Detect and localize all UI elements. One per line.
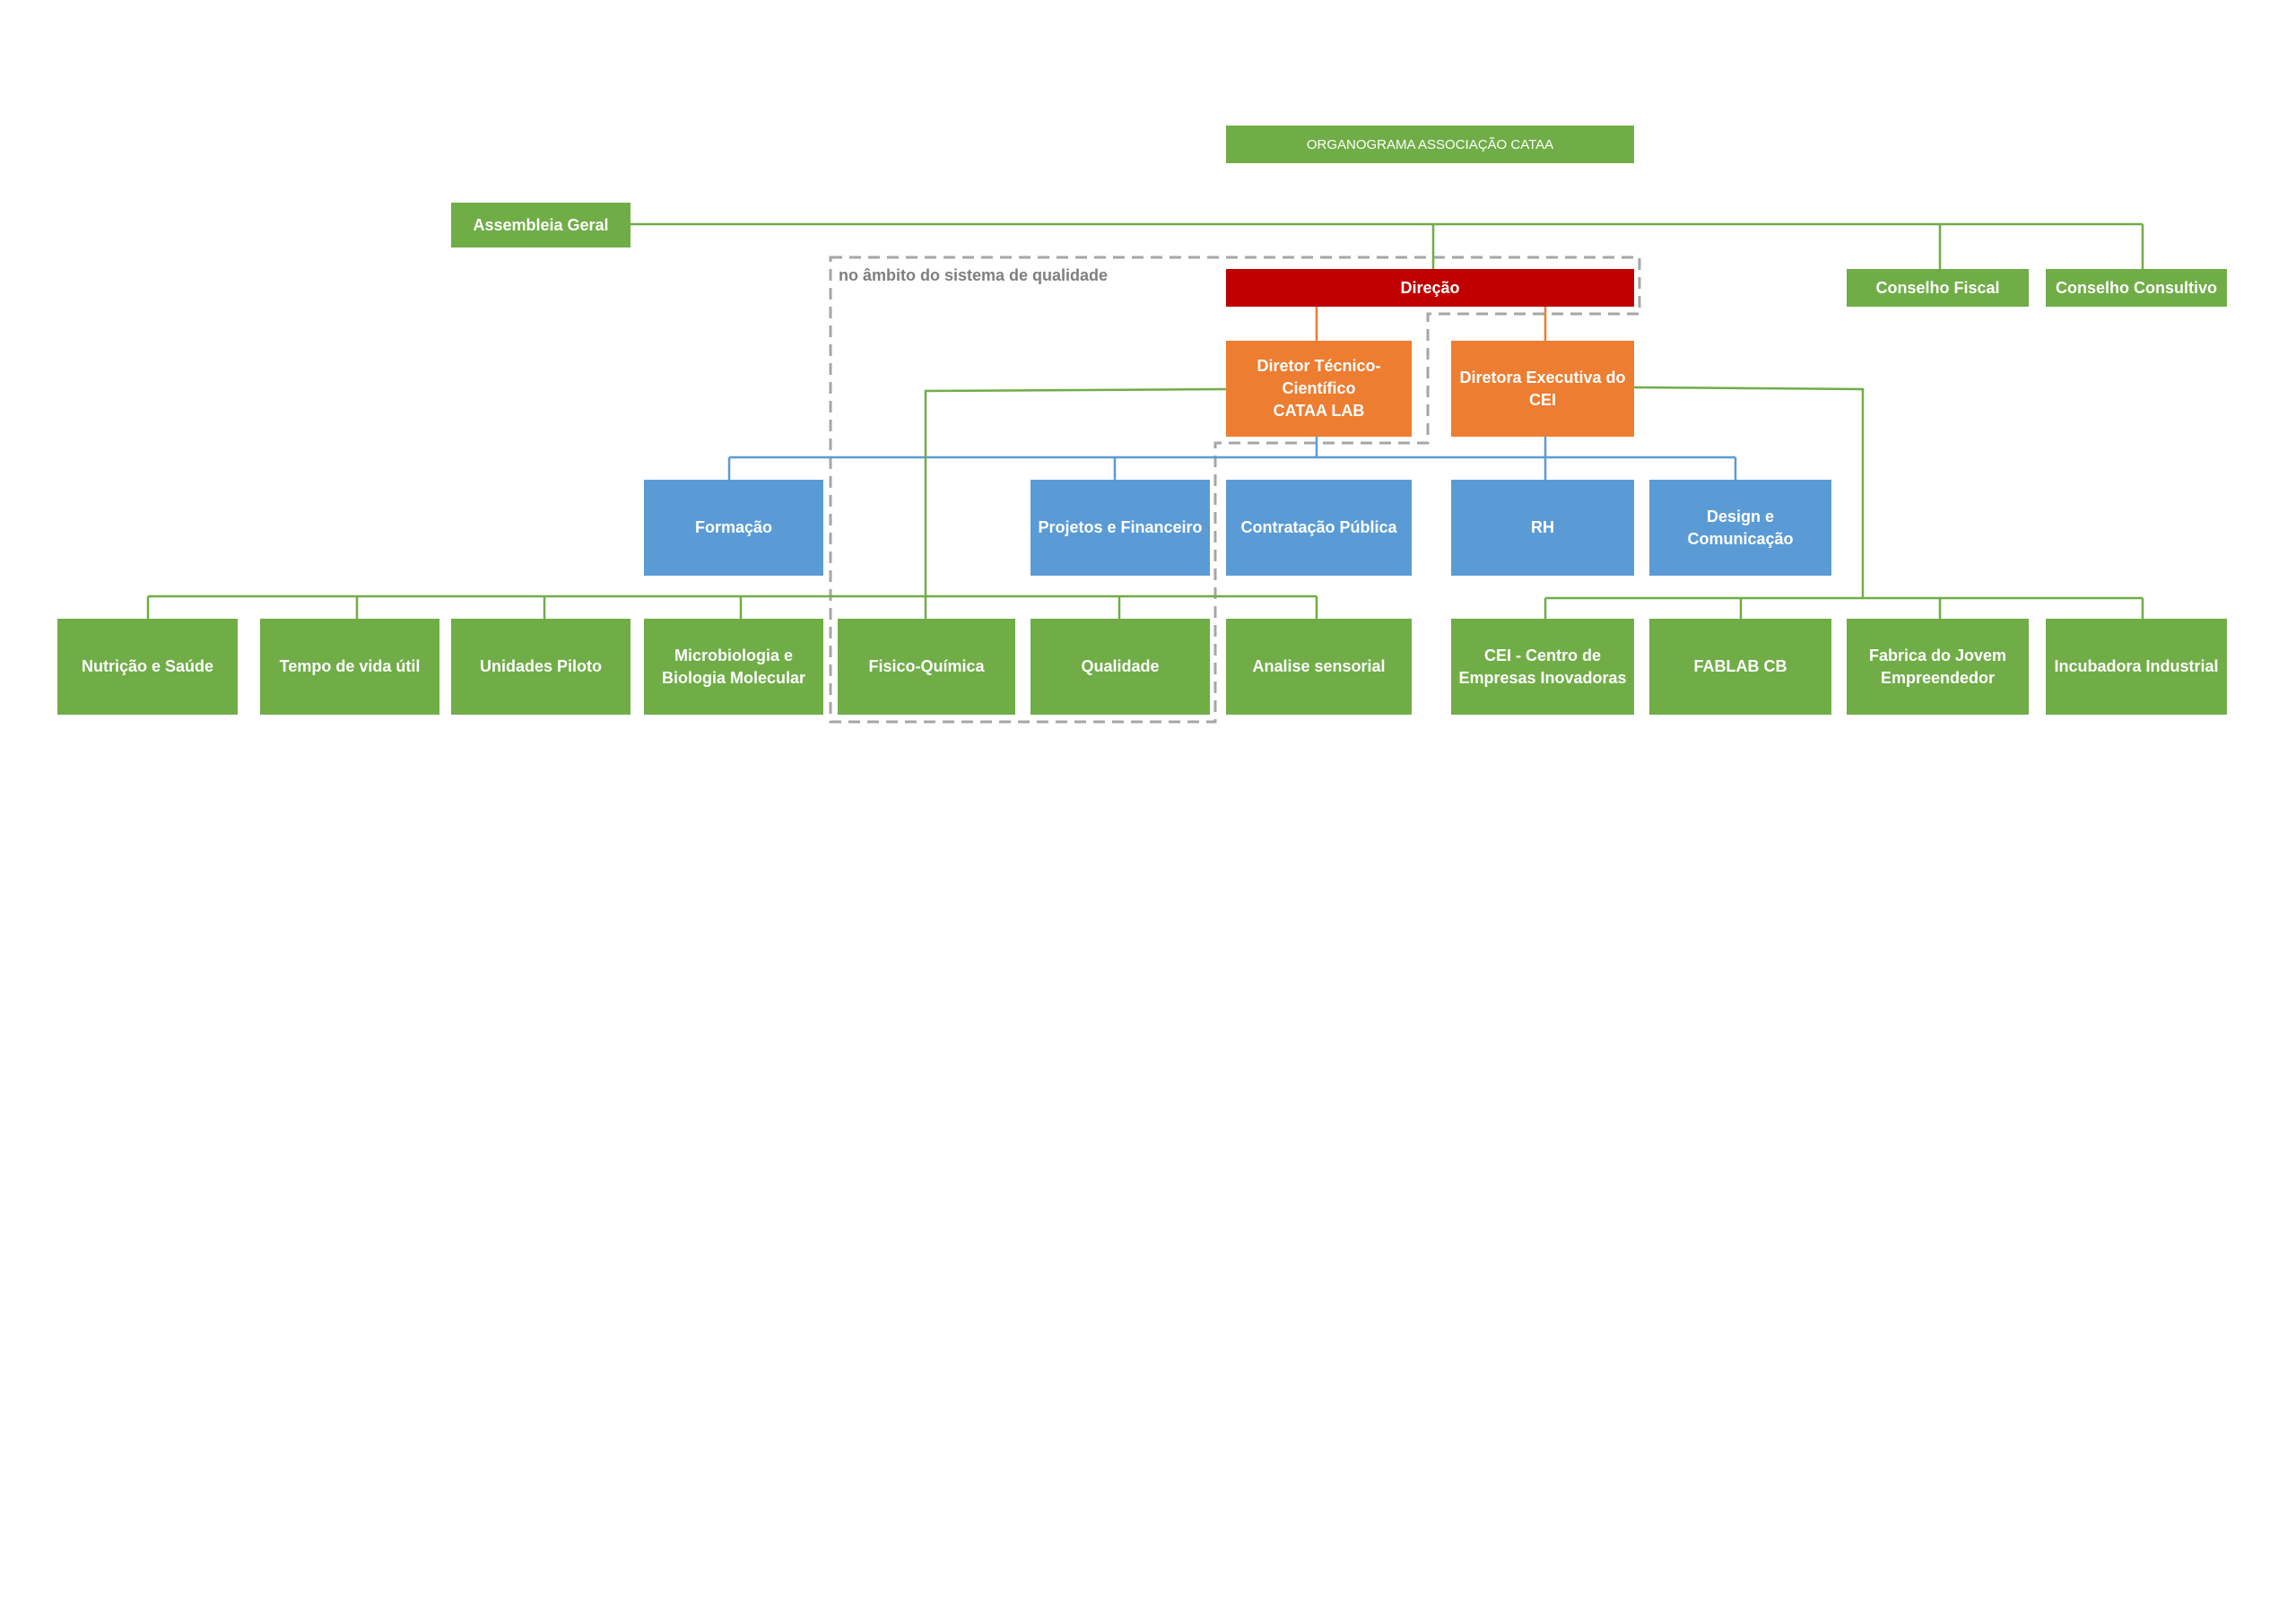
quality-system-note: no âmbito do sistema de qualidade (839, 266, 1109, 284)
node-nutricao-saude: Nutrição e Saúde (57, 619, 238, 715)
connector-lines (146, 222, 2144, 619)
node-fablab-cb: FABLAB CB (1649, 619, 1831, 715)
node-diretor-tecnico-cientifico: Diretor Técnico- Científico CATAA LAB (1226, 341, 1412, 437)
node-qualidade: Qualidade (1031, 619, 1210, 715)
quality-system-boundary (829, 256, 1641, 724)
node-tempo-vida-util: Tempo de vida útil (260, 619, 439, 715)
node-rh: RH (1451, 480, 1634, 576)
node-conselho-consultivo: Conselho Consultivo (2046, 269, 2227, 307)
node-microbiologia: Microbiologia e Biologia Molecular (644, 619, 823, 715)
node-fabrica-jovem-empreendedor: Fabrica do Jovem Empreendedor (1847, 619, 2029, 715)
node-contratacao-publica: Contratação Pública (1226, 480, 1412, 576)
connector-top-bus (628, 222, 2144, 269)
node-fisico-quimica: Fisico-Química (838, 619, 1015, 715)
connector-lab-units (146, 387, 1318, 619)
node-cei-centro-empresas: CEI - Centro de Empresas Inovadoras (1451, 619, 1634, 715)
node-unidades-piloto: Unidades Piloto (451, 619, 631, 715)
node-analise-sensorial: Analise sensorial (1226, 619, 1412, 715)
connector-cei-units (1544, 386, 2144, 619)
node-assembleia-geral: Assembleia Geral (451, 203, 631, 247)
node-projetos-financeiro: Projetos e Financeiro (1031, 480, 1210, 576)
node-design-comunicacao: Design e Comunicação (1649, 480, 1831, 576)
node-diretora-executiva-cei: Diretora Executiva do CEI (1451, 341, 1634, 437)
connector-direcao-managers (1315, 307, 1547, 341)
node-direcao: Direção (1226, 269, 1634, 307)
node-incubadora-industrial: Incubadora Industrial (2046, 619, 2227, 715)
org-chart-title: ORGANOGRAMA ASSOCIAÇÃO CATAA (1226, 126, 1634, 163)
node-formacao: Formação (644, 480, 823, 576)
node-conselho-fiscal: Conselho Fiscal (1847, 269, 2029, 307)
connector-support-bus (727, 437, 1737, 480)
